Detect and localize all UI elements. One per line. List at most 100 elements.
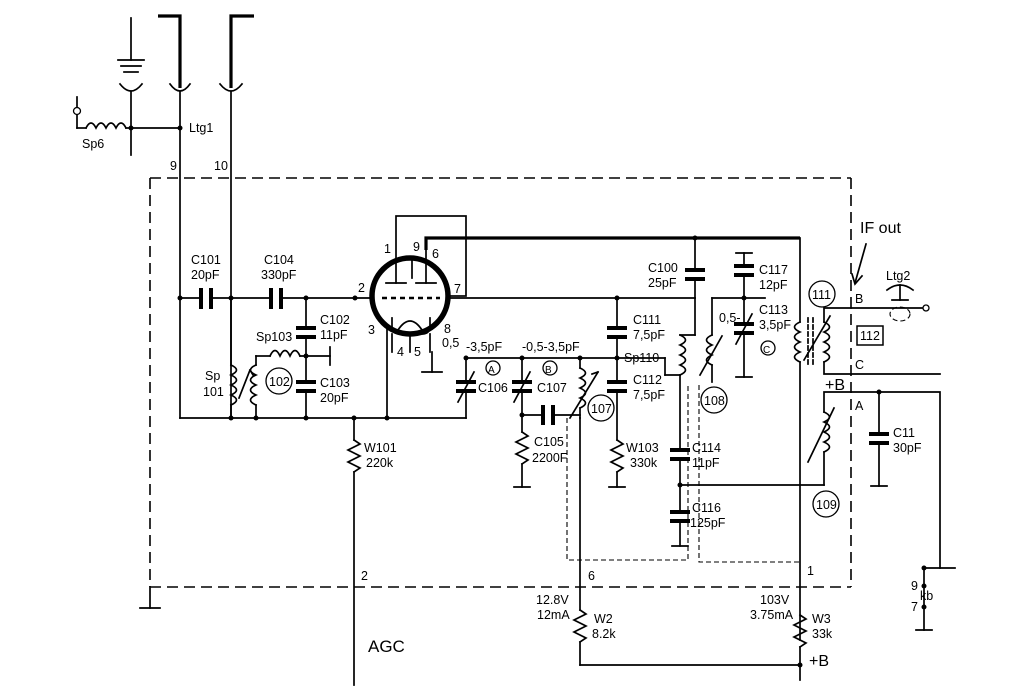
- tube-pin9: 9: [413, 240, 420, 254]
- sp103-label: Sp103: [256, 330, 292, 344]
- w103-name: W103: [626, 441, 659, 455]
- c107-name: C107: [537, 381, 567, 395]
- box112-label: 112: [860, 329, 880, 343]
- marker-c-label: C: [763, 345, 770, 356]
- ltg1-label: Ltg1: [189, 121, 213, 135]
- voltage-12-8: 12.8V: [536, 593, 569, 607]
- coil108-marker: [700, 386, 728, 414]
- coil102-label: 102: [269, 375, 290, 389]
- tube-pin8: 8: [444, 322, 451, 336]
- c113-range: 0,5-: [719, 311, 741, 325]
- marker-c: [760, 340, 776, 356]
- c100-value: 25pF: [648, 276, 677, 290]
- if-out-label: IF out: [860, 220, 901, 237]
- c102-value: 11pF: [320, 328, 348, 342]
- coil109-marker: [812, 490, 840, 518]
- c103-value: 20pF: [320, 391, 349, 405]
- coil111-marker: [808, 280, 836, 308]
- current-12ma: 12mA: [537, 608, 570, 622]
- coil107-label: 107: [591, 402, 612, 416]
- power-section: [139, 417, 808, 681]
- coil108-label: 108: [704, 394, 725, 408]
- c117-value: 12pF: [759, 278, 788, 292]
- c100-name: C100: [648, 261, 678, 275]
- marker-a-label: A: [488, 365, 495, 376]
- kb-label: kb: [920, 589, 933, 603]
- coil107-marker: [587, 394, 615, 422]
- pin10-top-label: 10: [214, 159, 228, 173]
- tube-pin5: 5: [414, 345, 421, 359]
- c11-value: 30pF: [893, 441, 922, 455]
- tube-val05: 0,5: [442, 336, 459, 350]
- ltg2-label: Ltg2: [886, 269, 910, 283]
- tube-pin2: 2: [358, 281, 365, 295]
- c117-name: C117: [759, 263, 788, 277]
- current-375ma: 3.75mA: [750, 608, 794, 622]
- c114-name: C114: [692, 441, 721, 455]
- coil102-marker: [265, 367, 293, 395]
- c107-range: -0,5-3,5pF: [522, 340, 580, 354]
- tube-ecc: [369, 215, 800, 419]
- marker-a: [485, 360, 501, 376]
- sp6-label: Sp6: [82, 137, 104, 151]
- marker-b: [542, 360, 558, 376]
- module-enclosure: [149, 177, 852, 588]
- w2-name: W2: [594, 612, 613, 626]
- oscillator-network: [456, 295, 696, 488]
- c102-name: C102: [320, 313, 350, 327]
- w103-value: 330k: [630, 456, 658, 470]
- w3-name: W3: [812, 612, 831, 626]
- c113-name: C113: [759, 303, 788, 317]
- c112-value: 7,5pF: [633, 388, 665, 402]
- sp101-label-a: Sp: [205, 369, 220, 383]
- tube-pin3: 3: [368, 323, 375, 337]
- terminal-b: B: [855, 292, 863, 306]
- c106-range: -3,5pF: [466, 340, 502, 354]
- agc-label: AGC: [368, 637, 405, 656]
- c113-value: 3,5pF: [759, 318, 791, 332]
- c106-name: C106: [478, 381, 508, 395]
- c116-value: 125pF: [690, 516, 726, 530]
- tube-pin7: 7: [454, 282, 461, 296]
- w2-value: 8.2k: [592, 627, 616, 641]
- c101-name: C101: [191, 253, 221, 267]
- tube-pin1: 1: [384, 242, 391, 256]
- antenna-connectors: [72, 14, 254, 419]
- marker-b-label: B: [545, 365, 552, 376]
- pin2-bottom: 2: [361, 569, 368, 583]
- oscillator-shield: [566, 385, 800, 563]
- c111-name: C111: [633, 313, 661, 327]
- c105-value: 2200F: [532, 451, 568, 465]
- c104-name: C104: [264, 253, 294, 267]
- voltage-103: 103V: [760, 593, 790, 607]
- pin1-bottom: 1: [807, 564, 814, 578]
- plus-b-bottom: +B: [809, 653, 829, 670]
- kb-pin9: 9: [911, 579, 918, 593]
- tube-pin4: 4: [397, 345, 404, 359]
- kb-pin7: 7: [911, 600, 918, 614]
- c116-name: C116: [692, 501, 721, 515]
- pin9-top-label: 9: [170, 159, 177, 173]
- coil109-label: 109: [816, 498, 837, 512]
- c111-value: 7,5pF: [633, 328, 665, 342]
- c101-value: 20pF: [191, 268, 220, 282]
- if-network: [670, 235, 956, 641]
- terminal-a: A: [855, 399, 864, 413]
- c105-name: C105: [534, 435, 564, 449]
- w3-value: 33k: [812, 627, 833, 641]
- pin6-bottom: 6: [588, 569, 595, 583]
- input-network: [177, 288, 467, 686]
- w101-name: W101: [364, 441, 397, 455]
- c11-name: C11: [893, 426, 915, 440]
- box112: [856, 325, 884, 346]
- w101-value: 220k: [366, 456, 394, 470]
- c104-value: 330pF: [261, 268, 297, 282]
- c112-name: C112: [633, 373, 662, 387]
- tube-pin6: 6: [432, 247, 439, 261]
- c103-name: C103: [320, 376, 350, 390]
- coil111-label: 111: [812, 288, 831, 302]
- sp101-label-b: 101: [203, 385, 224, 399]
- c114-value: 11pF: [692, 456, 720, 470]
- plus-b-mid: +B: [825, 377, 845, 394]
